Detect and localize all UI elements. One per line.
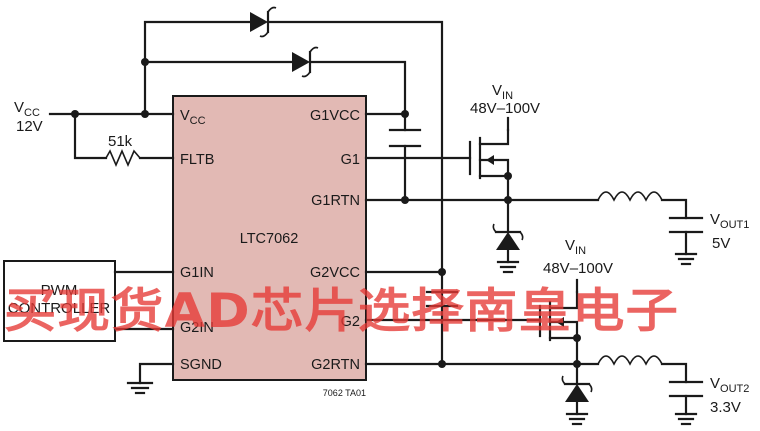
pin-g1vcc: G1VCC [310,108,360,124]
ic-name: LTC7062 [240,231,299,247]
vcc-value: 12V [16,118,43,135]
bootstrap-capacitor-2 [425,290,459,308]
pin-g1rtn: G1RTN [311,193,360,209]
pin-g1: G1 [341,152,360,168]
pin-sgnd: SGND [180,357,222,373]
vout1-label: VOUT1 [710,211,749,231]
output-capacitor-2 [668,380,704,426]
bootstrap-diode-upper [250,6,444,367]
pin-g2rtn: G2RTN [311,357,360,373]
vin-bottom-range: 48V–100V [543,260,613,277]
vout1-wire [660,198,688,220]
pin-g2vcc: G2VCC [310,265,360,281]
ic-body [172,95,367,381]
vin-top-range: 48V–100V [470,100,540,117]
pin-vcc: VCC [180,108,206,127]
pwm-controller-line1: PWM [41,282,78,299]
junction-vcc-3 [141,58,149,66]
junction-g1rtn [401,196,409,204]
inductor-2 [597,355,663,366]
vout2-value: 3.3V [710,399,741,416]
pin-g2: G2 [341,314,360,330]
resistor-value: 51k [108,133,133,150]
resistor-51k [105,148,141,168]
vcc-label: VCC [14,99,40,119]
vout2-wire [660,362,688,384]
vout1-value: 5V [712,235,730,252]
mosfet-1 [468,128,510,202]
vin-top-label: VIN [492,82,513,102]
junction-g2rtn [438,360,446,368]
bootstrap-wire-upper [143,20,252,116]
pin-g2in: G2IN [180,320,214,336]
bootstrap-diode-lower [292,46,407,116]
pin-fltb: FLTB [180,152,214,168]
ground-1 [496,260,520,274]
junction-g1vcc [401,110,409,118]
junction-mosfet2-source [573,334,581,342]
vout2-label: VOUT2 [710,375,749,395]
pwm-controller-box [3,260,116,342]
watermark-text: 买现货AD芯片选择南皇电子 [4,284,679,339]
g1vcc-wire [364,112,407,132]
ground-sgnd [126,381,154,395]
output-capacitor-1 [668,216,704,266]
figure-code: 7062 TA01 [323,388,366,398]
catch-diode-2 [561,362,593,416]
inductor-1 [597,191,663,202]
catch-diode-1 [492,198,524,264]
junction-vcc-2 [141,110,149,118]
junction-mosfet1-source [504,172,512,180]
pin-g1in: G1IN [180,265,214,281]
vin-bottom-label: VIN [565,237,586,257]
junction-g2vcc [438,268,446,276]
sgnd-wire [138,362,175,385]
ground-2 [565,412,589,426]
fltb-wire-left [73,112,108,160]
bootstrap-capacitor-1 [388,128,422,202]
pwm-controller-line2: CONTROLLER [8,300,111,317]
